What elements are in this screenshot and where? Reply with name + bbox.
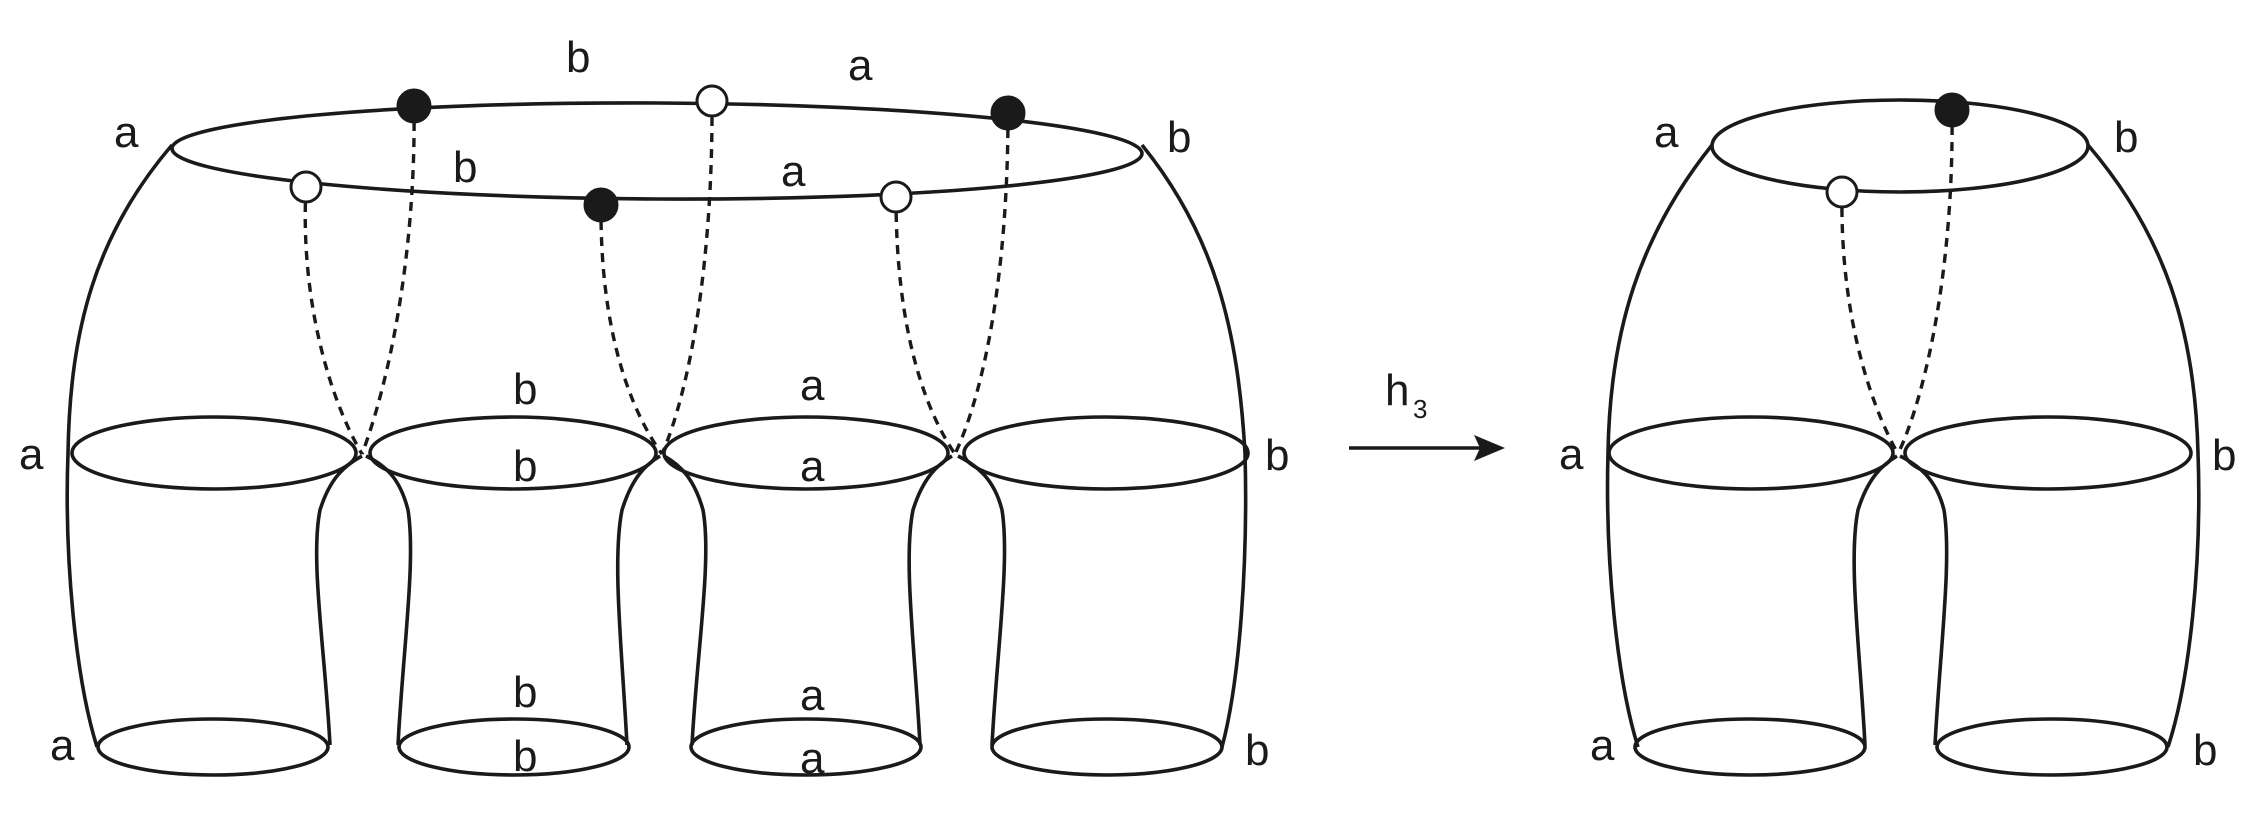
- dashed-arc-3: [599, 204, 664, 455]
- dashed-arc-1: [303, 186, 364, 455]
- mid-label-3-inner: a: [800, 442, 825, 491]
- bottom-label-3-top: a: [800, 671, 825, 720]
- right-fig-right-wall: [2086, 143, 2201, 748]
- mid-label-2-top: b: [513, 365, 537, 414]
- dashed-arc-5: [894, 196, 957, 455]
- right-fig-mid-circle-1: [1607, 415, 1895, 491]
- dashed-arc-2: [360, 105, 416, 455]
- filled-dot-1: [396, 88, 432, 124]
- right-fig-mid-circle-2: [1903, 415, 2193, 491]
- dashed-arc-4: [660, 100, 714, 455]
- right-fig-bottom-right-label: b: [2193, 726, 2217, 775]
- open-dot-1: [289, 170, 323, 204]
- leg-wall-6: [957, 454, 1007, 746]
- mid-right-label: b: [1265, 431, 1289, 480]
- right-fig-leg-wall-2: [1899, 454, 1949, 746]
- top-boundary-circle: [170, 101, 1144, 201]
- top-back-label-1: b: [566, 33, 590, 82]
- bottom-right-label: b: [1245, 726, 1269, 775]
- top-front-label-2: a: [781, 147, 806, 196]
- right-fig-mid-left-label: a: [1559, 430, 1584, 479]
- top-left-label: a: [114, 108, 139, 157]
- bottom-label-2-top: b: [513, 668, 537, 717]
- map-arrow: h 3: [1349, 366, 1505, 461]
- arrow-head-icon: [1474, 435, 1505, 461]
- right-fig-top-circle: [1710, 98, 2090, 194]
- leg-wall-2: [365, 454, 413, 746]
- right-fig-left-wall: [1605, 143, 1714, 748]
- top-front-label-1: b: [453, 143, 477, 192]
- left-outer-wall: [65, 143, 174, 748]
- bottom-label-2-inner: b: [513, 732, 537, 781]
- leg-wall-5: [907, 454, 953, 746]
- top-back-label-2: a: [848, 41, 873, 90]
- map-subscript: 3: [1413, 394, 1427, 424]
- leg-wall-4: [663, 454, 708, 746]
- right-fig-bottom-circle-2: [1935, 717, 2169, 777]
- leg-wall-3: [615, 454, 661, 746]
- bottom-left-label: a: [50, 721, 75, 770]
- mid-circle-4: [962, 415, 1250, 491]
- dashed-arc-6: [953, 112, 1010, 455]
- right-fig-open-dot: [1825, 175, 1859, 209]
- right-fig-filled-dot: [1934, 92, 1970, 128]
- bottom-circle-3: [689, 717, 923, 777]
- mid-label-2-inner: b: [513, 442, 537, 491]
- map-label: h: [1385, 366, 1409, 415]
- right-outer-wall: [1140, 143, 1248, 748]
- open-dot-3: [879, 180, 913, 214]
- right-fig-leg-wall-1: [1852, 454, 1898, 746]
- mid-circle-2: [368, 415, 658, 491]
- bottom-circle-2: [397, 717, 631, 777]
- right-fig-dashed-arc-1: [1840, 191, 1900, 455]
- open-dot-2: [695, 84, 729, 118]
- bottom-circle-4: [990, 717, 1224, 777]
- right-fig-bottom-circle-1: [1633, 717, 1867, 777]
- mid-left-label: a: [19, 430, 44, 479]
- right-fig-dashed-arc-2: [1896, 109, 1954, 455]
- right-fig-top-right-label: b: [2114, 113, 2138, 162]
- right-surface: a b a b a b: [1559, 92, 2236, 777]
- filled-dot-2: [583, 187, 619, 223]
- left-surface: b a b a a b a b b a a b a b b a a b: [19, 33, 1289, 783]
- bottom-label-3-inner: a: [800, 734, 825, 783]
- right-fig-mid-right-label: b: [2212, 431, 2236, 480]
- filled-dot-3: [990, 95, 1026, 131]
- top-right-label: b: [1167, 113, 1191, 162]
- leg-wall-1: [314, 454, 363, 746]
- right-fig-top-left-label: a: [1654, 108, 1679, 157]
- right-fig-bottom-left-label: a: [1590, 721, 1615, 770]
- bottom-circle-1: [96, 717, 330, 777]
- mid-label-3-top: a: [800, 361, 825, 410]
- mid-circle-1: [70, 415, 358, 491]
